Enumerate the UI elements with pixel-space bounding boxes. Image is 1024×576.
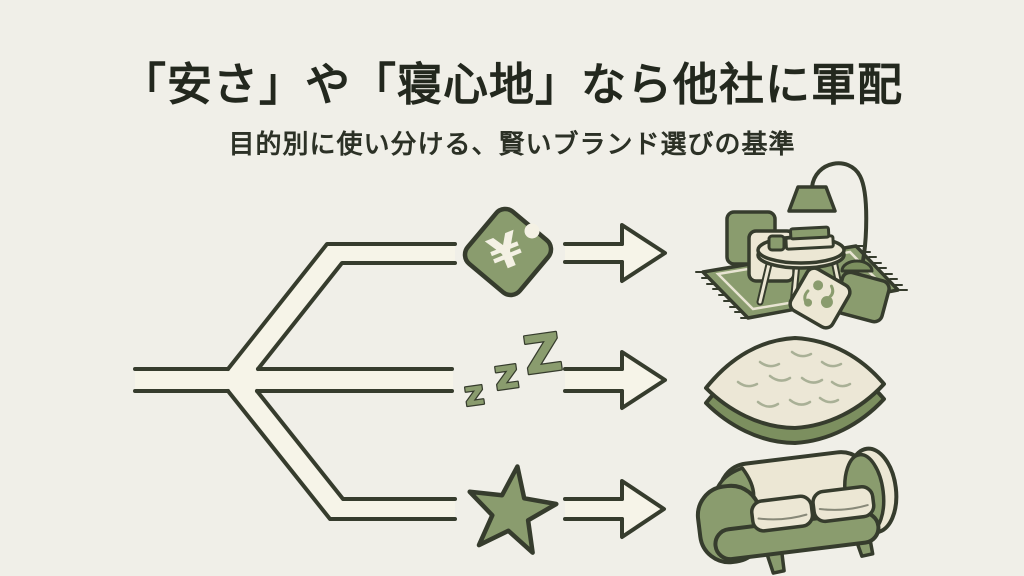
arrow-icon-top [563, 223, 667, 283]
floor-lamp-base [840, 259, 874, 273]
zzz-icon: z z Z [460, 321, 567, 416]
sofa-illustration [695, 446, 899, 575]
road-fills [135, 225, 665, 537]
living-room-illustration [695, 161, 908, 330]
trunk-road [133, 367, 230, 393]
floor-cushion-patterned [788, 266, 852, 330]
branch-road-middle [255, 367, 454, 393]
z-large: Z [520, 323, 566, 388]
arrow-icon-bottom [563, 479, 666, 539]
arrow-icon-middle [563, 350, 667, 410]
rug-fringe-left [695, 271, 748, 319]
sofa-seat-cushion-right [811, 485, 876, 524]
mug [767, 234, 786, 252]
rug-fringe-right [857, 245, 908, 291]
mattress-tufting [736, 350, 852, 408]
z-medium: z [491, 348, 522, 400]
books-stack [784, 225, 835, 251]
slide-title: 「安さ」や「寝心地」なら他社に軍配 [120, 58, 903, 111]
price-tag-icon: ¥ [462, 206, 554, 298]
tag-hole [524, 223, 540, 239]
sofa-seat-cushion-left [750, 494, 815, 533]
floor-lamp-shade [787, 185, 837, 213]
branch-road-top [226, 242, 457, 371]
z-small: z [462, 373, 487, 415]
mattress-top [704, 336, 886, 430]
sofa-seat-seams [757, 504, 869, 521]
slide-subtitle: 目的別に使い分ける、賢いブランド選びの基準 [228, 130, 796, 160]
mattress-illustration [704, 336, 886, 445]
star-icon [467, 464, 559, 555]
floor-lamp-stem [810, 161, 869, 268]
branch-road-bottom [226, 389, 457, 521]
